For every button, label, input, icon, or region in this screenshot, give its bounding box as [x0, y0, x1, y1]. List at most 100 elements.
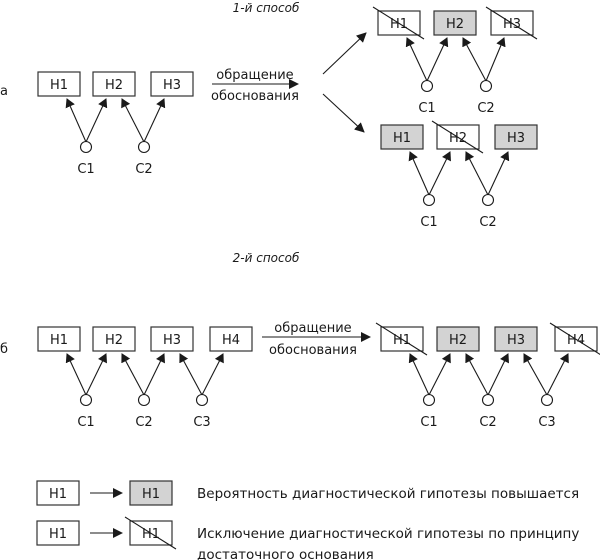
hypothesis-h2: H2 [431, 120, 484, 154]
symptom-label: C1 [77, 162, 94, 177]
hypothesis-h2: H2 [436, 326, 480, 352]
hypothesis-box [150, 326, 194, 352]
exclusion-strike [431, 120, 484, 154]
hypothesis-h3: H3 [485, 6, 538, 40]
symptom-node [481, 393, 495, 407]
hypothesis-box [436, 326, 480, 352]
part-b-transform-arrow: обращение обоснования [262, 321, 371, 358]
symptom-c3: C3 [523, 353, 569, 430]
exclusion-strike [485, 6, 538, 40]
exclusion-strike [375, 322, 428, 356]
symptom-c2: C2 [121, 353, 165, 430]
symptom-label: C2 [479, 415, 496, 430]
symptom-label: C2 [135, 162, 152, 177]
symptom-node [420, 79, 434, 93]
hypothesis-h3: H3 [494, 124, 538, 150]
support-arrow [143, 353, 165, 396]
hypothesis-label: H1 [393, 131, 411, 146]
support-arrow [408, 151, 430, 196]
support-arrow [487, 151, 510, 196]
support-arrow [428, 151, 451, 196]
support-arrow [65, 98, 87, 143]
symptom-node [137, 393, 151, 407]
transform-label-bottom: обоснования [269, 343, 357, 358]
hypothesis-box [494, 124, 538, 150]
exclusion-strike [372, 6, 425, 40]
hypothesis-label: H3 [507, 131, 525, 146]
support-arrow [143, 98, 166, 143]
symptom-c1: C1 [405, 37, 449, 116]
hypothesis-h2: H2 [433, 10, 477, 36]
hypothesis-label: H3 [507, 333, 525, 348]
hypothesis-label: H1 [49, 487, 67, 502]
support-arrow [523, 353, 548, 396]
symptom-c1: C1 [65, 353, 107, 430]
hypothesis-box [92, 326, 136, 352]
hypothesis-label: H2 [105, 333, 123, 348]
hypothesis-box [36, 480, 80, 506]
symptom-node [540, 393, 554, 407]
support-arrow [179, 353, 203, 396]
transform-label-top: обращение [274, 321, 351, 336]
support-arrow [65, 353, 87, 396]
hypothesis-h4: H4 [209, 326, 253, 352]
symptom-node [79, 393, 93, 407]
hypothesis-h2: H2 [92, 71, 136, 97]
support-arrow [487, 353, 509, 396]
hypothesis-label: H1 [50, 78, 68, 93]
hypothesis-h1: H1 [372, 6, 425, 40]
hypothesis-h1: H1 [37, 326, 81, 352]
support-arrow [546, 353, 569, 396]
support-arrow [426, 37, 449, 82]
hypothesis-label: H4 [222, 333, 240, 348]
symptom-node [137, 140, 151, 154]
symptom-c2: C2 [465, 353, 509, 430]
method-2-label: 2-й способ [233, 251, 300, 265]
legend-row: H1 H1 Вероятность диагностической гипотезы… [36, 480, 579, 506]
support-arrow [428, 353, 451, 396]
hypothesis-box [37, 71, 81, 97]
legend-from-box: H1 [36, 480, 80, 506]
symptom-node [422, 393, 436, 407]
legend-to-box: H1 [129, 480, 173, 506]
legend-description: Исключение диагностической гипотезы по п… [197, 526, 579, 542]
support-arrow [485, 37, 506, 82]
legend-description: Вероятность диагностической гипотезы пов… [197, 486, 579, 502]
legend-to-box: H1 [124, 516, 177, 550]
hypothesis-h3: H3 [150, 71, 194, 97]
symptom-c2: C2 [462, 37, 506, 116]
hypothesis-h2: H2 [92, 326, 136, 352]
symptom-c1: C1 [408, 353, 451, 430]
support-arrow [408, 353, 430, 396]
hypothesis-h1: H1 [380, 124, 424, 150]
symptom-node [479, 79, 493, 93]
hypothesis-label: H3 [163, 78, 181, 93]
support-arrow [465, 151, 489, 196]
symptom-label: C2 [479, 215, 496, 230]
symptom-node [195, 393, 209, 407]
hypothesis-label: H2 [449, 333, 467, 348]
hypothesis-box [92, 71, 136, 97]
support-arrow [405, 37, 428, 82]
support-arrow [85, 98, 108, 143]
symptom-label: C1 [418, 101, 435, 116]
hypothesis-box [209, 326, 253, 352]
hypothesis-h4: H4 [549, 322, 600, 356]
transform-label-bottom: обоснования [211, 89, 299, 104]
hypothesis-label: H2 [446, 17, 464, 32]
branch-arrow-down [322, 93, 365, 133]
transform-label-top: обращение [216, 68, 293, 83]
support-arrow [121, 353, 145, 396]
symptom-c3: C3 [179, 353, 224, 430]
support-arrow [201, 353, 224, 396]
hypothesis-h1: H1 [375, 322, 428, 356]
hypothesis-box [37, 326, 81, 352]
exclusion-strike [549, 322, 600, 356]
hypothesis-label: H3 [163, 333, 181, 348]
symptom-label: C2 [135, 415, 152, 430]
symptom-node [481, 193, 495, 207]
